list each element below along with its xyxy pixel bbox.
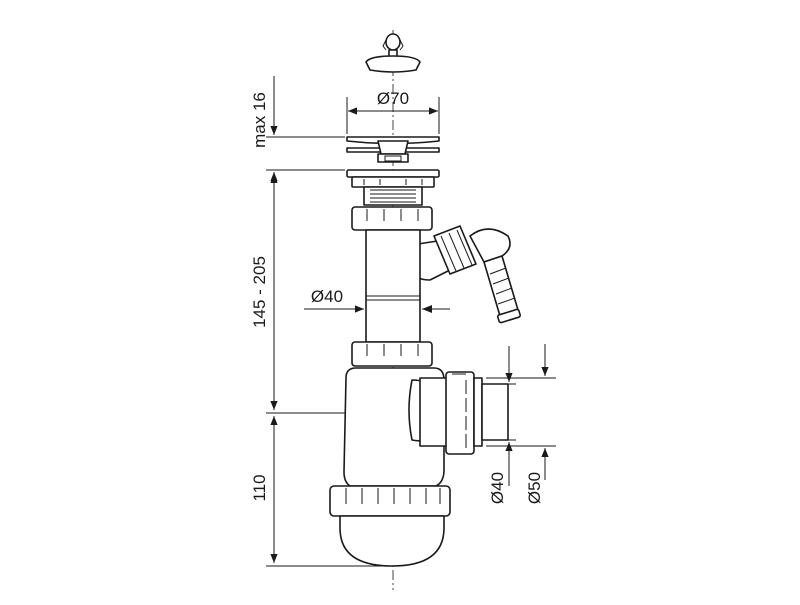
top-diameter-label: Ø70 <box>377 89 409 108</box>
pipe-body <box>365 229 421 343</box>
nozzle-barb <box>495 287 513 295</box>
plug-cap <box>365 55 421 73</box>
strainer-neck <box>377 140 409 155</box>
plug-stopper <box>365 33 421 73</box>
lock-nut <box>346 169 440 206</box>
appliance-hose-connector <box>411 225 521 324</box>
sink-strainer <box>346 136 440 163</box>
pipe-length-label: 145 - 205 <box>250 256 269 328</box>
outlet-collar <box>473 377 483 447</box>
lower-union-nut <box>351 341 433 367</box>
union-nut-body <box>351 341 433 367</box>
dimension-left-chain: max 16 145 - 205 110 <box>250 76 392 567</box>
dimension-pipe-diameter: Ø40 <box>304 287 450 313</box>
nozzle-barb <box>489 267 507 275</box>
arrow-head <box>422 305 432 313</box>
bottom-cap-nut <box>329 485 451 517</box>
outlet-inner-diameter-label: Ø40 <box>488 472 507 504</box>
upper-union-nut <box>351 206 433 231</box>
outlet-outer-diameter-label: Ø50 <box>525 472 544 504</box>
strainer-grid <box>384 155 402 162</box>
thread-sleeve <box>363 186 423 206</box>
vertical-pipe <box>365 229 421 343</box>
max-flange-label: max 16 <box>250 92 269 148</box>
dimension-outlet: Ø40 Ø50 <box>486 344 556 504</box>
connector-bend <box>469 228 511 263</box>
connector-nut-rib <box>448 232 465 269</box>
bottle-height-label: 110 <box>250 474 269 501</box>
union-nut-body <box>351 206 433 231</box>
outlet-nut <box>445 371 475 455</box>
bottle-trap <box>343 367 451 487</box>
hose-nozzle <box>483 255 519 317</box>
washer <box>346 169 440 178</box>
dimension-top-diameter: Ø70 <box>346 89 440 134</box>
chain-link <box>382 39 404 51</box>
side-outlet <box>445 371 509 455</box>
nozzle-barb <box>492 277 510 285</box>
cap-nut-body <box>329 485 451 517</box>
strainer-body <box>377 153 409 163</box>
nozzle-tip <box>497 308 521 324</box>
chain-ring <box>385 33 401 51</box>
connector-nut <box>433 225 477 275</box>
connector-nut-rib <box>440 235 457 272</box>
outlet-pipe <box>481 383 509 441</box>
bottom-bowl <box>339 515 445 567</box>
connector-nut-rib <box>456 229 473 266</box>
nozzle-barb <box>497 297 516 305</box>
pipe-diameter-label: Ø40 <box>311 287 343 306</box>
